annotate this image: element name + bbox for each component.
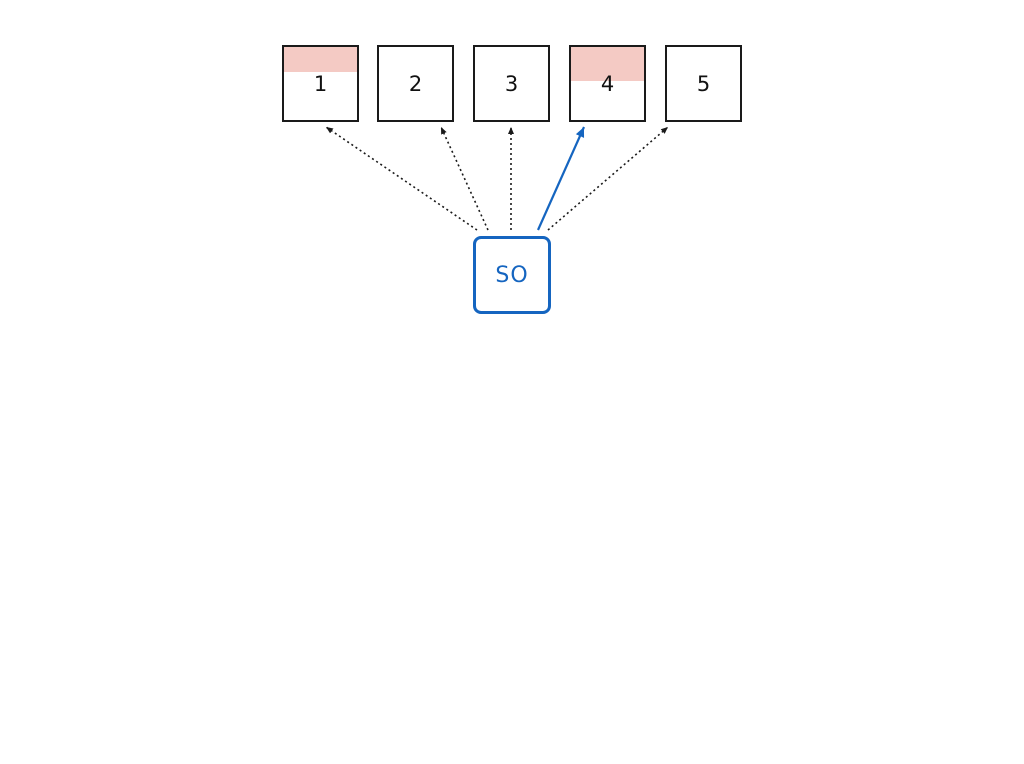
slot-5-label: 5	[696, 71, 711, 96]
slot-1: 1	[282, 45, 359, 122]
slot-4-label: 4	[600, 71, 615, 96]
source-box: SO	[473, 236, 551, 314]
source-label: SO	[495, 262, 529, 288]
arrow-to-slot-1	[325, 126, 478, 231]
slot-1-label: 1	[313, 71, 328, 96]
slot-3-label: 3	[504, 71, 519, 96]
slot-5: 5	[665, 45, 742, 122]
arrow-to-slot-4	[536, 126, 586, 231]
arrow-to-slot-2	[440, 126, 489, 231]
slot-4-fill	[571, 47, 644, 82]
slot-3: 3	[473, 45, 550, 122]
slot-4: 4	[569, 45, 646, 122]
slot-1-fill	[284, 47, 357, 72]
arrow-to-slot-5	[547, 126, 669, 231]
slot-2: 2	[377, 45, 454, 122]
slot-2-label: 2	[408, 71, 423, 96]
